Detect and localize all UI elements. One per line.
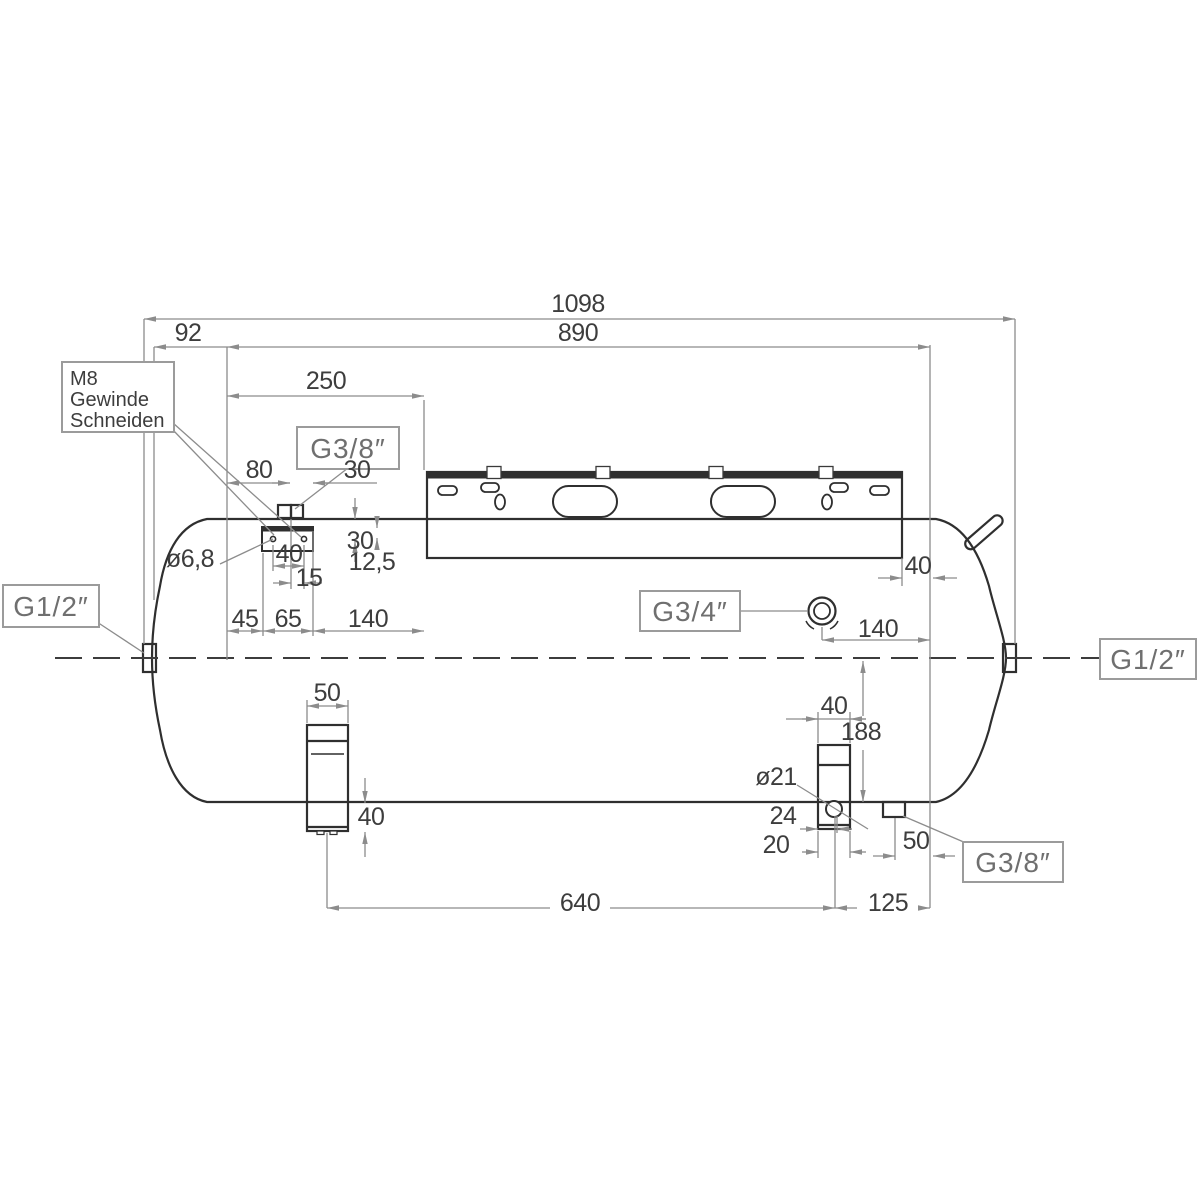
dim-hole-spacing: 40 [276, 540, 303, 568]
bracket-hole [494, 493, 506, 511]
mid-port-label: G3/4″ [652, 596, 728, 627]
bracket-slot [829, 482, 849, 493]
drain-port-label: G3/8″ [975, 847, 1051, 878]
right-port-label: G1/2″ [1110, 644, 1186, 675]
dim-plate-to-bracket: 140 [348, 605, 388, 633]
top-port-label: G3/8″ [310, 433, 386, 464]
left-port-label: G1/2″ [13, 591, 89, 622]
left-foot-outline [305, 723, 350, 833]
dim-drain-hole: ø21 [755, 763, 797, 791]
dim-bracket-offset: 250 [306, 367, 346, 395]
tank-shell-outline [150, 517, 1008, 804]
top-port-label-box [296, 426, 400, 470]
drain-stub [881, 800, 907, 819]
dim-rfoot-width: 40 [821, 692, 848, 720]
dim-center-to-bottom: 188 [841, 718, 881, 746]
leader-m8-hole2 [172, 422, 302, 538]
dim-lfoot-height: 40 [358, 803, 385, 831]
drain-port-label-box [962, 841, 1064, 883]
top-stub-right [289, 503, 305, 520]
leader-lines [96, 422, 967, 844]
m8-note-box [61, 361, 175, 433]
dim-head-offset: 92 [175, 319, 202, 347]
left-foot-pad [329, 830, 338, 836]
bracket-slot [437, 485, 458, 496]
dim-stub-offset: 80 [246, 456, 273, 484]
left-foot-pad [316, 830, 325, 836]
dim-stub-width: 30 [344, 456, 371, 484]
dim-hole-to-edge: 24 [770, 802, 797, 830]
dim-shell-length: 890 [558, 319, 598, 347]
right-foot-drain-hole [825, 800, 843, 818]
right-foot [816, 743, 852, 831]
dim-hole-inset: 20 [763, 831, 790, 859]
dim-midport-to-tangent: 140 [858, 615, 898, 643]
dim-foot-to-tangent: 125 [868, 889, 908, 917]
left-port-label-box [2, 584, 100, 628]
mid-port-boss [805, 596, 839, 630]
bracket-top-edge [427, 472, 902, 479]
dim-lfoot-width: 50 [314, 679, 341, 707]
mid-port-thread-arcs [805, 620, 839, 630]
dimension-lines [144, 316, 1015, 911]
m8-note-line2: Gewinde [70, 389, 149, 411]
bracket-tab [818, 465, 834, 480]
m8-note-line3: Schneiden [70, 410, 165, 432]
label-boxes [2, 361, 1197, 883]
bracket-tab [708, 465, 724, 480]
mid-port-inner [813, 602, 831, 620]
bracket-obround-slot [552, 485, 618, 518]
right-port-label-box [1099, 638, 1197, 680]
safety-valve-nozzle [964, 514, 1004, 551]
mid-port-outer [807, 596, 837, 626]
leader-top-port [294, 467, 349, 510]
dim-bracket-to-tangent: 40 [905, 552, 932, 580]
dim-foot-spacing: 640 [560, 889, 600, 917]
mid-port-label-box [639, 590, 741, 632]
dim-tangent-to-plate: 45 [232, 605, 259, 633]
dim-top-to-holes: 30 [347, 527, 374, 555]
nozzle-stub [964, 514, 1004, 551]
bracket-tab [595, 465, 611, 480]
right-foot-outline [816, 743, 852, 831]
tapping-plate-edge [262, 527, 313, 532]
bracket-slot [869, 485, 890, 496]
dimension-texts: 1098 890 92 250 80 30 ø6,8 40 15 30 12,5… [166, 290, 932, 917]
dim-plate-width: 65 [275, 605, 302, 633]
bracket-obround-slot [710, 485, 776, 518]
dim-drain-to-tangent: 50 [903, 827, 930, 855]
leader-left-port [96, 621, 145, 654]
m8-note-line1: M8 [70, 368, 98, 390]
bracket-slot [480, 482, 500, 493]
dim-plate-inset: 12,5 [349, 548, 396, 576]
label-texts: M8 Gewinde Schneiden G3/8″ G1/2″ G3/4″ G… [13, 368, 1186, 878]
dim-hole-drill: ø6,8 [166, 545, 214, 573]
dim-total-length: 1098 [551, 290, 605, 318]
leader-drain-hole [796, 784, 869, 830]
leader-m8-hole1 [172, 429, 275, 536]
leader-drill-hole [219, 538, 274, 565]
bracket-hole [821, 493, 833, 511]
top-stub-left [276, 503, 293, 520]
m8-hole [300, 535, 308, 543]
leader-drain-port [902, 815, 967, 844]
bracket-tab [486, 465, 502, 480]
left-foot [305, 723, 350, 836]
mounting-bracket [425, 465, 904, 560]
dim-stub-to-hole: 15 [296, 564, 323, 592]
